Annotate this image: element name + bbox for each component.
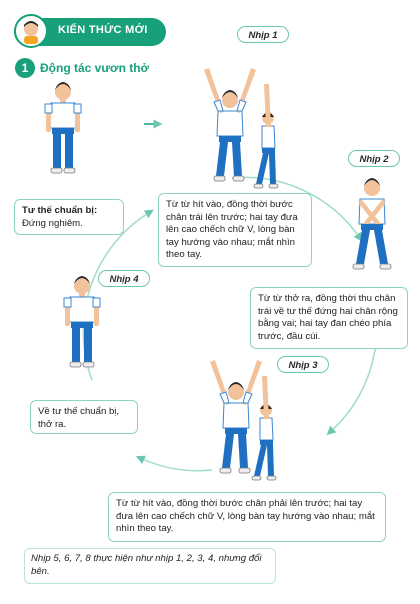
section-title: Động tác vươn thở: [40, 61, 150, 75]
beat-3-description: Từ từ hít vào, đồng thời bước chân phải …: [108, 492, 386, 542]
beat-3-label: Nhịp 3: [277, 356, 329, 373]
beat-2-label: Nhịp 2: [348, 150, 400, 167]
beat-2-description: Từ từ thở ra, đồng thời thu chân trái về…: [250, 287, 408, 349]
figure-beat-1-front: [203, 67, 257, 182]
ready-stance-box: Tư thế chuẩn bị: Đứng nghiêm.: [14, 199, 124, 235]
ready-stance-title: Tư thế chuẩn bị:: [22, 205, 98, 216]
beat-1-label: Nhịp 1: [237, 26, 289, 43]
figure-beat-3-front: [209, 359, 263, 474]
beat-4-description: Về tư thế chuẩn bị, thở ra.: [30, 400, 138, 434]
figure-beat-3-side: [251, 375, 277, 481]
figure-beat-1-side: [253, 83, 279, 189]
repeat-note: Nhịp 5, 6, 7, 8 thực hiện như nhịp 1, 2,…: [24, 548, 276, 584]
figure-ready: [44, 81, 82, 174]
section-header-title: KIẾN THỨC MỚI: [58, 24, 148, 36]
student-avatar-icon: [14, 14, 48, 48]
beat-4-label: Nhịp 4: [98, 270, 150, 287]
cycle-path: [231, 176, 363, 242]
cycle-path: [135, 455, 213, 472]
figure-beat-2: [352, 177, 392, 270]
ready-stance-text: Đứng nghiêm.: [22, 217, 83, 229]
beat-1-description: Từ từ hít vào, đồng thời bước chân trái …: [158, 193, 312, 267]
figure-beat-4: [63, 275, 101, 368]
section-number-badge: 1: [15, 58, 35, 78]
cycle-path: [82, 209, 154, 381]
